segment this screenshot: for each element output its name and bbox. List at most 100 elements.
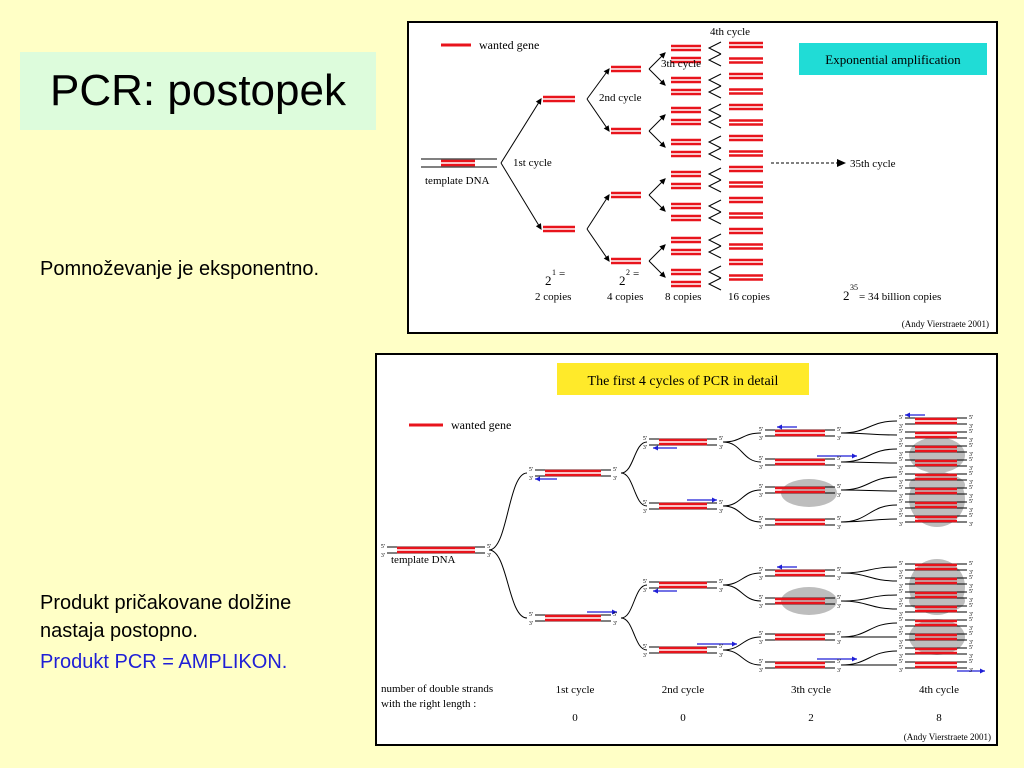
strand-end-label: 3': [899, 494, 903, 500]
strand-end-label: 5': [837, 659, 841, 665]
strand-end-label: 5': [899, 499, 903, 505]
f2-cycle2-count: 0: [680, 712, 686, 724]
c4-branch: [707, 85, 722, 99]
f1-template: template DNA: [425, 175, 490, 187]
strand-end-label: 3': [899, 508, 903, 514]
strand-end-label: 5': [759, 456, 763, 462]
f2-cycle4-count: 8: [936, 712, 942, 724]
strand-end-label: 3': [969, 654, 973, 660]
strand-end-label: 5': [969, 603, 973, 609]
branch-arrowhead: [535, 223, 542, 230]
branch-line: [586, 228, 610, 262]
strand-end-label: 5': [969, 659, 973, 665]
strand-end-label: 5': [719, 579, 723, 585]
branch-line: [586, 68, 610, 100]
f2-cycle4-label: 4th cycle: [919, 684, 959, 696]
f1-eq2: =: [633, 268, 639, 280]
branch-curve: [840, 489, 898, 492]
f1-exp35: 35: [850, 283, 858, 292]
strand-end-label: 3': [613, 476, 617, 482]
strand-end-label: 3': [643, 653, 647, 659]
primer-arrowhead: [612, 609, 617, 615]
strand-end-label: 5': [759, 516, 763, 522]
primer-arrowhead: [535, 476, 540, 482]
branch-arrowhead: [659, 271, 666, 278]
f2-cycle1-label: 1st cycle: [556, 684, 595, 696]
strand-end-label: 5': [899, 429, 903, 435]
strand-end-label: 5': [759, 567, 763, 573]
branch-curve: [840, 420, 898, 434]
primer-arrowhead: [732, 641, 737, 647]
branch-arrowhead: [659, 205, 666, 212]
strand-end-label: 3': [899, 612, 903, 618]
f1-base2: 2: [619, 273, 626, 288]
strand-end-label: 3': [899, 640, 903, 646]
figure2-strands: [387, 412, 985, 674]
arrow-35th-head: [837, 159, 846, 167]
branch-curve: [840, 594, 898, 602]
branch-curve: [722, 441, 762, 463]
strand-end-label: 5': [899, 561, 903, 567]
strand-end-label: 5': [719, 500, 723, 506]
strand-end-label: 5': [969, 617, 973, 623]
f1-base35: 2: [843, 288, 850, 303]
strand-end-label: 5': [899, 457, 903, 463]
branch-line: [586, 98, 610, 132]
strand-end-label: 5': [381, 544, 385, 550]
primer-arrowhead: [653, 445, 658, 451]
strand-end-label: 3': [643, 509, 647, 515]
strand-end-label: 5': [969, 499, 973, 505]
strand-end-label: 3': [719, 509, 723, 515]
strand-end-label: 3': [899, 668, 903, 674]
exponential-text: Pomnoževanje je eksponentno.: [40, 258, 320, 280]
strand-end-label: 3': [899, 626, 903, 632]
f2-cycle2-label: 2nd cycle: [662, 684, 705, 696]
branch-curve: [840, 600, 898, 610]
strand-end-label: 5': [759, 427, 763, 433]
strand-end-label: 3': [899, 438, 903, 444]
c4-branch: [707, 53, 722, 67]
strand-end-label: 3': [969, 494, 973, 500]
strand-end-label: 3': [487, 553, 491, 559]
strand-end-label: 5': [899, 485, 903, 491]
branch-curve: [488, 549, 528, 619]
right-length-ellipse: [909, 437, 965, 473]
branch-curve: [722, 489, 762, 507]
strand-end-label: 5': [899, 513, 903, 519]
strand-end-label: 5': [899, 617, 903, 623]
strand-end-label: 3': [969, 626, 973, 632]
strand-end-label: 5': [837, 595, 841, 601]
strand-end-label: 3': [837, 465, 841, 471]
strand-end-label: 3': [719, 445, 723, 451]
c4-branch: [707, 277, 722, 291]
branch-curve: [840, 476, 898, 491]
strand-end-label: 3': [759, 525, 763, 531]
c4-branch: [707, 233, 722, 247]
strand-end-label: 5': [837, 631, 841, 637]
strand-end-label: 3': [899, 466, 903, 472]
branch-line: [586, 194, 610, 230]
strand-end-label: 5': [759, 484, 763, 490]
f1-exp2: 2: [626, 268, 630, 277]
strand-end-label: 5': [837, 516, 841, 522]
branch-arrowhead: [659, 178, 666, 185]
exponential-badge: [799, 43, 987, 75]
strand-end-label: 3': [759, 576, 763, 582]
strand-end-label: 5': [969, 429, 973, 435]
strand-end-label: 5': [969, 415, 973, 421]
branch-curve: [840, 650, 898, 666]
title-box: PCR: postopek: [20, 52, 376, 130]
primer-arrowhead: [852, 453, 857, 459]
strand-end-label: 5': [899, 603, 903, 609]
strand-end-label: 5': [837, 456, 841, 462]
figure1-genes: [441, 41, 763, 288]
strand-end-label: 3': [719, 588, 723, 594]
branch-line: [500, 98, 542, 164]
f2-count-label-line1: number of double strands: [381, 683, 493, 695]
strand-end-label: 3': [969, 480, 973, 486]
primer-arrowhead: [980, 668, 985, 674]
f2-legend: wanted gene: [451, 418, 511, 432]
strand-end-label: 5': [969, 645, 973, 651]
branch-curve: [620, 441, 648, 474]
strand-end-label: 5': [643, 436, 647, 442]
